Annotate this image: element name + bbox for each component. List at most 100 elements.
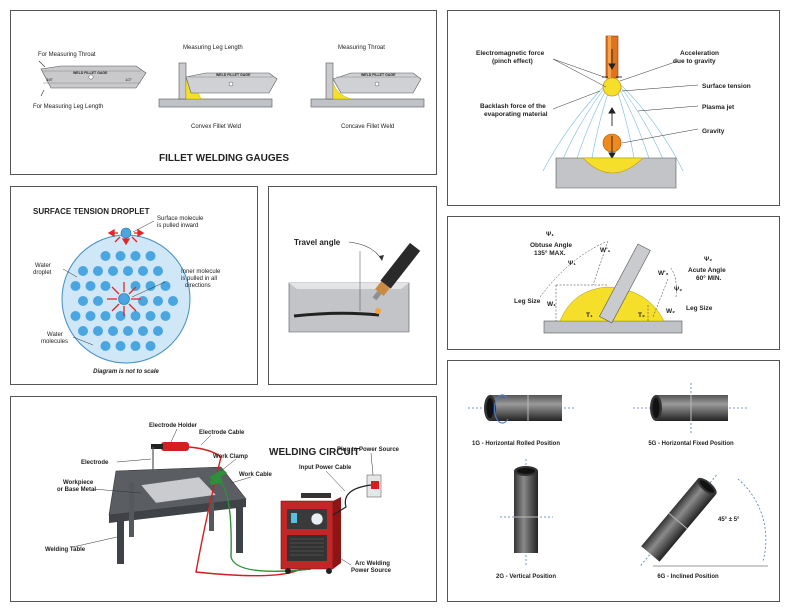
fillet-angles-panel: Ψ₁ Obtuse Angle 135° MAX. Ψ₂ Acute Angle… [447, 216, 780, 350]
label-travel-angle: Travel angle [294, 238, 341, 247]
label-workpiece: Workpiece [63, 480, 94, 486]
label-pulled-all: is pulled in all [181, 276, 217, 282]
leader-lines [72, 428, 374, 566]
weld-bead [293, 311, 380, 318]
label-psi2: Ψ₂ [704, 256, 712, 263]
electrode-highlight [608, 36, 611, 78]
angle-arrowhead [379, 255, 384, 261]
arc-forces-diagram: Electromagnetic force (pinch effect) Acc… [476, 35, 751, 189]
fillet-gauge-standalone: WELD FILLET GAGE 3/8" 1/2" [38, 60, 147, 97]
force-arrows [602, 49, 622, 159]
welding-torch [372, 242, 421, 301]
label-due-to-gravity: due to gravity [673, 58, 716, 65]
label-water-2: Water [47, 332, 63, 338]
work-clamp [209, 469, 227, 485]
label-electrode-holder: Electrode Holder [149, 423, 198, 429]
travel-workpiece [288, 282, 410, 333]
label-gravity: Gravity [702, 128, 725, 135]
water-molecule [160, 311, 171, 321]
label-acceleration: Acceleration [680, 50, 719, 57]
water-molecule [115, 251, 126, 261]
welding-circuit-title: WELDING CIRCUIT [269, 447, 360, 458]
label-w2-prime: W'₂ [658, 270, 669, 277]
label-acute-angle: Acute Angle [688, 267, 726, 274]
travel-angle-panel: Travel angle [268, 186, 437, 385]
label-measuring-throat: Measuring Throat [338, 45, 385, 51]
caption-convex-fillet-weld: Convex Fillet Weld [191, 124, 241, 130]
label-6g-angle: 45° ± 5° [718, 517, 740, 523]
label-inner-molecule: Inner molecule [181, 269, 221, 275]
water-molecule [115, 341, 126, 351]
water-molecule [108, 326, 118, 336]
label-obtuse-angle: Obtuse Angle [530, 242, 572, 249]
pipe-1g [468, 394, 574, 424]
water-molecule [100, 311, 111, 321]
label-obtuse-max: 135° MAX. [534, 249, 566, 257]
water-molecule [138, 326, 148, 336]
water-molecule [93, 296, 103, 306]
label-w1: W₁ [547, 301, 556, 308]
pipe-positions-diagram: 1G - Horizontal Rolled Position 5G - Hor… [468, 383, 768, 580]
water-molecule [145, 311, 156, 321]
label-acute-min: 60° MIN. [696, 274, 722, 282]
water-molecule [153, 296, 163, 306]
label-work-clamp: Work Clamp [213, 454, 248, 460]
surface-tension-panel: SURFACE TENSION DROPLET Surface molecule… [10, 186, 258, 385]
weld-pool [582, 157, 644, 174]
label-pinch-effect: (pinch effect) [492, 58, 533, 65]
water-molecule [93, 326, 103, 336]
water-molecule [85, 311, 96, 321]
label-backlash-force: Backlash force of the [480, 103, 546, 110]
label-input-power-cable: Input Power Cable [299, 465, 352, 471]
label-molecules: molecules [41, 339, 68, 345]
label-surface-tension: Surface tension [702, 83, 751, 90]
fillet-gauges-diagram: WELD FILLET GAGE 3/8" 1/2" For Measuring… [33, 45, 425, 164]
surface-tension-title: SURFACE TENSION DROPLET [33, 207, 150, 216]
water-molecule [130, 311, 141, 321]
label-work-cable: Work Cable [239, 472, 273, 478]
water-molecule [130, 341, 141, 351]
label-welding-table: Welding Table [45, 547, 86, 553]
water-molecule [130, 251, 141, 261]
label-electrode-cable: Electrode Cable [199, 430, 245, 436]
water-molecule [123, 326, 133, 336]
label-t2: T₂ [638, 312, 645, 319]
label-surface-molecule: Surface molecule [157, 216, 204, 222]
water-molecule [70, 311, 81, 321]
water-molecule [168, 296, 178, 306]
convex-fillet-weld-gauge: WELD FILLET GAGE [158, 62, 278, 108]
fillet-angles-diagram: Ψ₁ Obtuse Angle 135° MAX. Ψ₂ Acute Angle… [514, 231, 726, 334]
label-plasma-jet: Plasma jet [702, 104, 735, 111]
label-directions: directions [185, 283, 211, 289]
label-w1-prime: W'₁ [600, 247, 611, 254]
label-power-source: Power Source [351, 568, 392, 574]
water-molecule [78, 296, 88, 306]
fillet-gauges-title: FILLET WELDING GAUGES [159, 153, 289, 164]
inner-molecule [118, 293, 130, 305]
welding-circuit-panel: WELDING CIRCUIT [10, 396, 437, 602]
leader-lines [552, 58, 699, 144]
label-base-metal: or Base Metal [57, 487, 96, 493]
dimension-lines [539, 240, 677, 321]
electrode-holder [151, 442, 189, 472]
angle-arc [348, 241, 382, 260]
gauge-text: WELD FILLET GAGE [216, 73, 251, 77]
label-1g: 1G - Horizontal Rolled Position [472, 441, 560, 447]
pipe-6g [639, 474, 768, 568]
water-molecule [78, 266, 88, 276]
surface-molecule [120, 227, 132, 239]
inner-molecule-arrows [107, 282, 141, 316]
label-psi2-small: Ψ₂ [674, 286, 682, 293]
label-evaporating-material: evaporating material [484, 111, 548, 118]
gauge-text: WELD FILLET GAGE [73, 71, 108, 75]
concave-fillet-weld-gauge: WELD FILLET GAGE [310, 62, 425, 108]
label-electromagnetic-force: Electromagnetic force [476, 50, 545, 57]
label-6g: 6G - Inclined Position [657, 574, 719, 580]
water-molecule [100, 281, 111, 291]
power-plug [371, 481, 379, 489]
label-psi1-small: Ψ₁ [568, 260, 576, 267]
water-molecule [100, 251, 111, 261]
label-electrode: Electrode [81, 460, 109, 466]
arc-spark [375, 308, 381, 314]
water-molecule [78, 326, 88, 336]
